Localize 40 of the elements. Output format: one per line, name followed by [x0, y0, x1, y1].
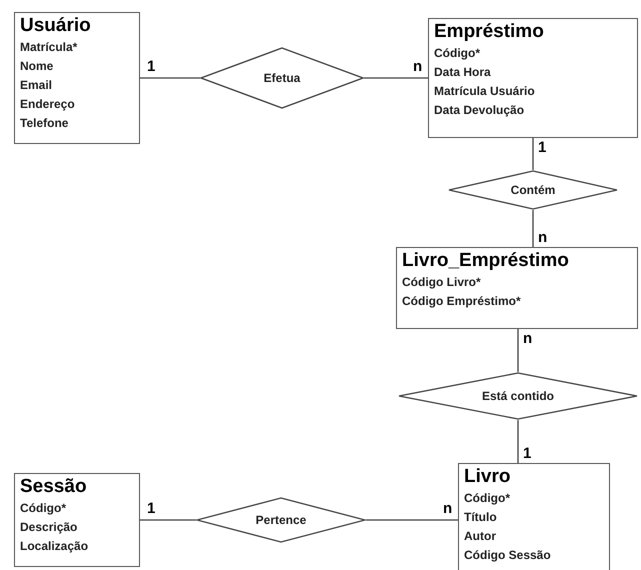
attribute-text: Código Sessão	[464, 547, 551, 564]
relationship-name: Efetua	[264, 70, 300, 87]
attribute-text: Autor	[464, 528, 496, 545]
entity-box	[14, 473, 140, 567]
attribute-text: Matrícula*	[20, 39, 78, 56]
attribute-text: Endereço	[20, 96, 75, 113]
attribute-text: Código Empréstimo*	[402, 293, 521, 310]
attribute-text: Data Devolução	[434, 102, 524, 119]
attribute-text: Email	[20, 77, 52, 94]
connector-line	[140, 519, 196, 521]
attribute-text: Data Hora	[434, 64, 491, 81]
attribute-text: Telefone	[20, 115, 68, 132]
connector-line	[140, 77, 200, 79]
connector-line	[366, 519, 458, 521]
entity-box	[458, 463, 610, 570]
attribute-text: Título	[464, 509, 497, 526]
entity-name: Livro	[464, 465, 510, 489]
connector-line	[517, 420, 519, 463]
attribute-text: Código*	[434, 45, 480, 62]
attribute-text: Código*	[20, 500, 66, 517]
relationship-name: Pertence	[256, 512, 306, 529]
attribute-text: Código*	[464, 490, 510, 507]
entity-name: Empréstimo	[434, 20, 544, 44]
connector-line	[517, 329, 519, 372]
attribute-text: Matrícula Usuário	[434, 83, 535, 100]
entity-name: Usuário	[20, 14, 91, 38]
attribute-text: Localização	[20, 538, 88, 555]
connector-line	[532, 210, 534, 247]
connector-line	[532, 138, 534, 170]
attribute-text: Código Livro*	[402, 274, 481, 291]
relationship-name: Contém	[510, 182, 556, 199]
entity-box	[396, 247, 638, 329]
entity-name: Livro_Empréstimo	[402, 249, 569, 273]
attribute-text: Nome	[20, 58, 54, 75]
attribute-text: Descrição	[20, 519, 78, 536]
entity-box	[428, 18, 638, 138]
relationship-name: Está contido	[482, 388, 554, 405]
entity-box	[14, 12, 140, 144]
entity-name: Sessão	[20, 475, 87, 499]
connector-line	[364, 77, 428, 79]
